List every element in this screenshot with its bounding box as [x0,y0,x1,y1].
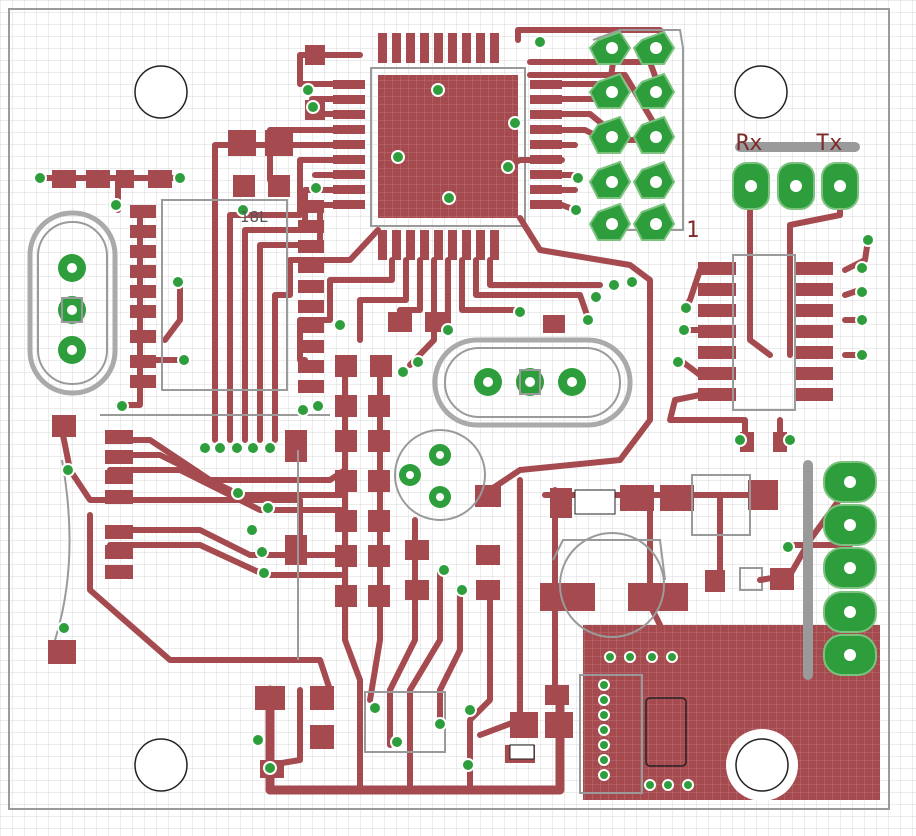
vias [33,35,875,791]
silk-rectangles [509,489,616,760]
header-pins [58,30,877,676]
pin-one-label: 1 [686,218,699,243]
smd-pads [48,45,833,778]
mounting-hole-top-right [734,65,788,119]
silkscreen [27,29,796,753]
mounting-hole-top-left [134,65,188,119]
ic-mark-label: 18L [240,208,268,226]
board-outline [8,8,890,810]
mounting-holes [134,65,788,792]
tx-label: Tx [816,131,843,156]
mounting-hole-bottom-left [134,738,188,792]
rx-label: Rx [736,131,763,156]
